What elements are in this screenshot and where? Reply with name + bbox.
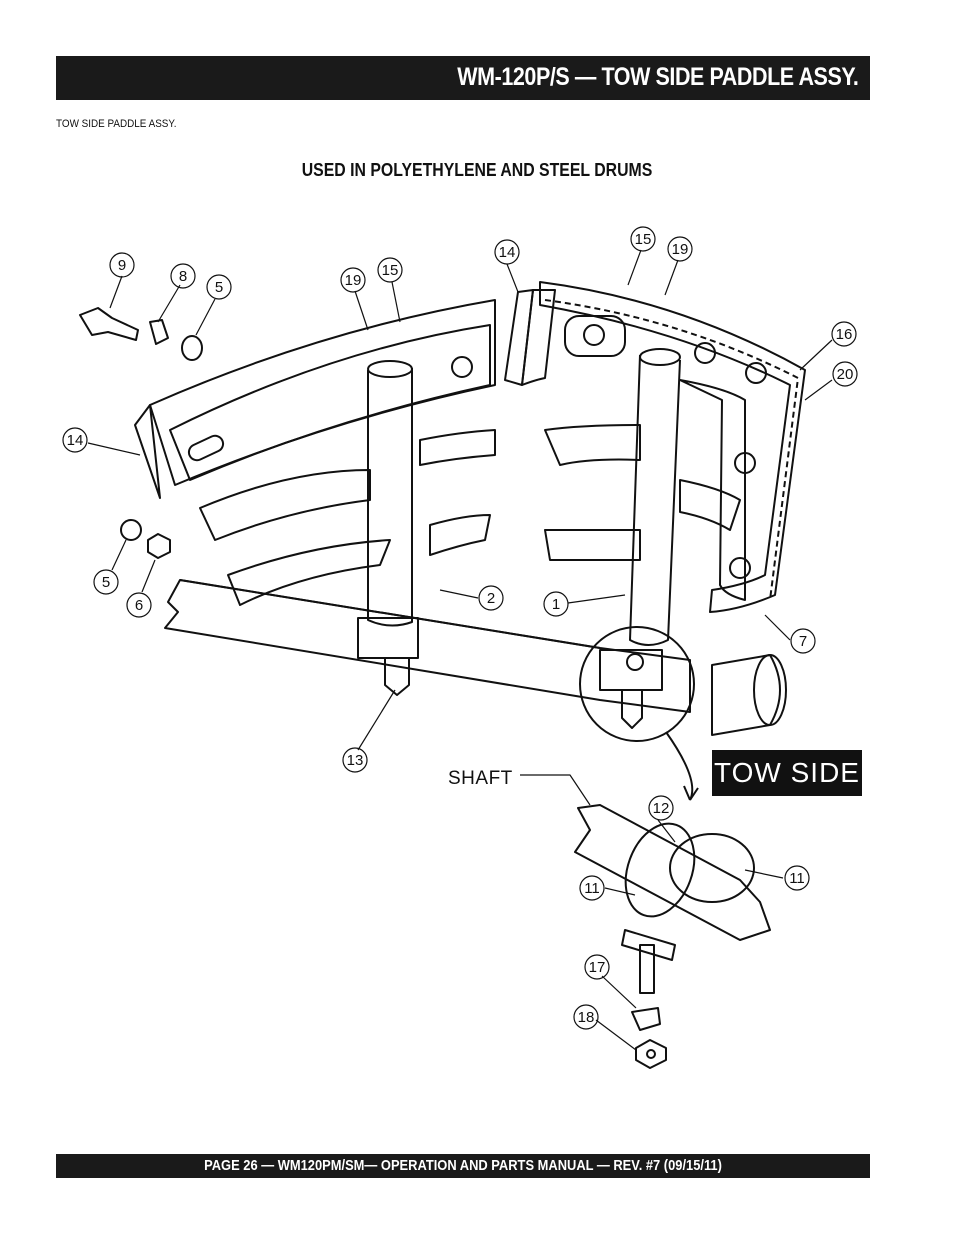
svg-text:14: 14	[67, 432, 84, 449]
main-shaft	[164, 579, 691, 713]
diagram-caption: USED IN POLYETHYLENE AND STEEL DRUMS	[301, 160, 653, 180]
callout-5-bottom: 5	[93, 569, 119, 595]
svg-text:11: 11	[584, 880, 600, 897]
plate-bolts	[451, 324, 767, 671]
callout-19-right: 19	[667, 236, 693, 262]
callout-19-left: 19	[340, 267, 366, 293]
svg-text:7: 7	[799, 633, 807, 650]
svg-text:1: 1	[552, 596, 560, 613]
hardware-left	[79, 307, 203, 559]
page-header-bar: WM-120P/S — TOW SIDE PADDLE ASSY.	[56, 56, 870, 100]
callout-18: 18	[573, 1004, 599, 1030]
callout-2: 2	[478, 585, 504, 611]
section-label: TOW SIDE PADDLE ASSY.	[56, 118, 177, 130]
callout-11-right: 11	[784, 865, 810, 891]
svg-text:13: 13	[347, 752, 364, 769]
callout-6: 6	[126, 592, 152, 618]
page-footer-bar: PAGE 26 — WM120PM/SM— OPERATION AND PART…	[56, 1154, 870, 1178]
svg-text:16: 16	[836, 326, 853, 343]
detail-circle	[579, 626, 695, 742]
callout-17: 17	[584, 954, 610, 980]
left-paddle-plate	[149, 299, 496, 486]
parts-diagram: 9 8 5 19 15 14 15 19 16 20 14 5 6 2 1 7 …	[0, 200, 954, 1130]
svg-text:8: 8	[179, 268, 187, 285]
callout-9: 9	[109, 252, 135, 278]
left-arm-tube	[367, 368, 413, 627]
svg-text:15: 15	[635, 231, 652, 248]
callout-15-right: 15	[630, 226, 656, 252]
callout-7: 7	[790, 628, 816, 654]
svg-text:14: 14	[499, 244, 516, 261]
svg-text:19: 19	[345, 272, 362, 289]
callout-15-left: 15	[377, 257, 403, 283]
svg-text:5: 5	[102, 574, 110, 591]
callout-11-left: 11	[579, 875, 605, 901]
paddle-assembly-drawing: 9 8 5 19 15 14 15 19 16 20 14 5 6 2 1 7 …	[62, 226, 858, 1069]
callout-1: 1	[543, 591, 569, 617]
svg-text:9: 9	[118, 257, 126, 274]
svg-text:18: 18	[578, 1009, 595, 1026]
svg-text:15: 15	[382, 262, 399, 279]
right-paddle-plate	[539, 281, 806, 613]
callout-14-left: 14	[62, 427, 88, 453]
callout-8: 8	[170, 263, 196, 289]
svg-text:19: 19	[672, 241, 689, 258]
svg-text:17: 17	[589, 959, 606, 976]
callout-5-top: 5	[206, 274, 232, 300]
callout-20: 20	[832, 361, 858, 387]
shaft-label: SHAFT	[448, 768, 513, 789]
svg-text:20: 20	[837, 366, 854, 383]
page-title: WM-120P/S — TOW SIDE PADDLE ASSY.	[456, 63, 859, 91]
svg-text:12: 12	[653, 800, 670, 817]
clamp-detail	[574, 804, 771, 1069]
tow-side-label: TOW SIDE	[712, 750, 862, 796]
callout-labels: 9 8 5 19 15 14 15 19 16 20 14 5 6 2 1 7 …	[62, 226, 858, 1030]
svg-text:6: 6	[135, 597, 143, 614]
callout-14-top: 14	[494, 239, 520, 265]
svg-text:2: 2	[487, 590, 495, 607]
callout-16: 16	[831, 321, 857, 347]
callout-12: 12	[648, 795, 674, 821]
page-footer-text: PAGE 26 — WM120PM/SM— OPERATION AND PART…	[204, 1157, 722, 1174]
callout-13: 13	[342, 747, 368, 773]
svg-text:11: 11	[789, 870, 805, 887]
right-arm-tube	[629, 354, 681, 646]
shaft-end-cap	[711, 654, 781, 736]
svg-text:5: 5	[215, 279, 223, 296]
